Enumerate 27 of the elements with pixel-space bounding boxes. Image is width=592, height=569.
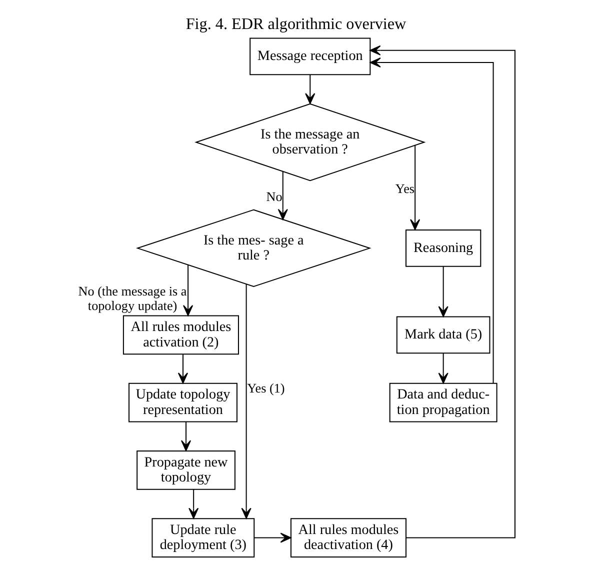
node-box: Propagate new topology (136, 450, 236, 490)
node-box: Update rule deployment (3) (152, 518, 255, 558)
arrow (438, 266, 448, 318)
arrow (410, 145, 420, 230)
arrow (438, 353, 448, 384)
arrow (305, 74, 316, 104)
arrow (278, 171, 288, 220)
node-box: All rules modules deactivation (4) (290, 518, 406, 558)
edge-label: Yes (1) (247, 380, 285, 396)
edge-label: No (266, 188, 282, 204)
arrow (241, 284, 252, 519)
arrow (254, 532, 292, 543)
edge-label: Yes (395, 180, 415, 196)
arrow (370, 45, 516, 538)
node-diamond: Is the message an observation ? (194, 103, 426, 182)
node-box: Data and deduc- tion propagation (389, 382, 498, 422)
arrow (370, 57, 494, 384)
arrow (182, 264, 194, 316)
node-box: Mark data (5) (396, 316, 490, 354)
node-box: Reasoning (405, 230, 482, 267)
arrow (180, 422, 192, 452)
arrow (178, 354, 188, 384)
node-box: All rules modules activation (2) (122, 315, 239, 355)
arrow (188, 489, 199, 519)
node-box: Update topology representation (128, 382, 238, 422)
diagram-title: Fig. 4. EDR algorithmic overview (186, 16, 406, 34)
node-box: Message reception (250, 38, 371, 76)
